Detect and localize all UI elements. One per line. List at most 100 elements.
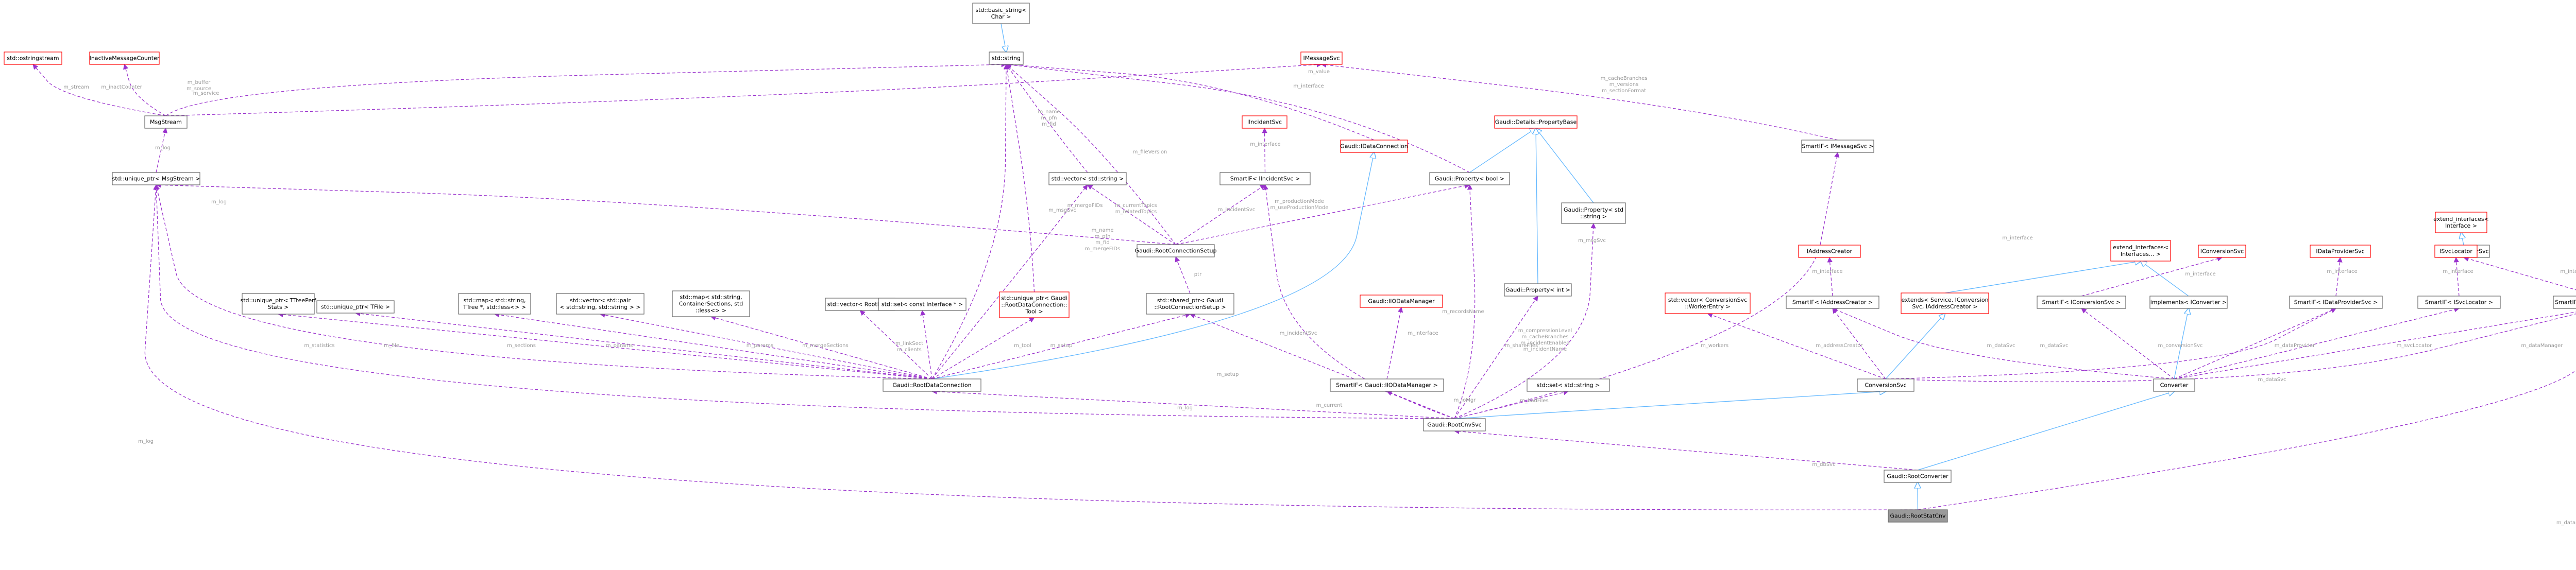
class-node-vector_convsvc[interactable]: std::vector< ConversionSvc::WorkerEntry … xyxy=(1665,292,1751,314)
class-node-uptr_tool[interactable]: std::unique_ptr< Gaudi::RootDataConnecti… xyxy=(999,291,1070,318)
class-node-label: std::ostringstream xyxy=(7,55,59,62)
class-node-map_container[interactable]: std::map< std::string,ContainerSections,… xyxy=(672,290,750,317)
edge-label-line: m_dbSvc xyxy=(1812,462,1835,468)
edge-label-line: m_pfn xyxy=(1041,115,1057,121)
class-node-converter[interactable]: Converter xyxy=(2153,378,2195,392)
class-node-set_string[interactable]: std::set< std::string > xyxy=(1527,378,1610,392)
edge-label-cv_dp: m_dataProvider xyxy=(2275,343,2315,349)
class-node-map_ttree[interactable]: std::map< std::string,TTree *, std::less… xyxy=(458,293,531,315)
class-node-uptr_msgstream[interactable]: std::unique_ptr< MsgStream > xyxy=(112,172,200,185)
class-node-propertybase[interactable]: Gaudi::Details::PropertyBase xyxy=(1494,115,1578,129)
usage-edge-vector_rootref-rootdataconnection xyxy=(859,310,933,379)
class-node-smartif_dataprov[interactable]: SmartIF< IDataProviderSvc > xyxy=(2289,296,2383,309)
edge-label-line: m_interface xyxy=(2560,269,2576,274)
edge-label-str_setup: m_fileVersion xyxy=(1133,149,1167,155)
edge-label-ttree_conn: m_sections xyxy=(507,343,536,349)
edge-label-line: m_msgSvc xyxy=(1048,208,1076,213)
class-node-smartif_addr[interactable]: SmartIF< IAddressCreator > xyxy=(1786,296,1879,309)
class-node-label: < std::string, std::string > > xyxy=(560,304,640,310)
class-node-property_bool[interactable]: Gaudi::Property< bool > xyxy=(1429,172,1510,185)
edge-label-msg_imsg: m_service xyxy=(193,91,219,96)
class-node-box xyxy=(1300,51,1343,65)
class-node-smartif_datamgr[interactable]: SmartIF< IDataManagerSvc > xyxy=(2553,296,2576,309)
class-node-implements_iconverter[interactable]: implements< IConverter > xyxy=(2149,296,2228,309)
class-node-smartif_incident[interactable]: SmartIF< IIncidentSvc > xyxy=(1219,172,1311,185)
class-node-label: SmartIF< IAddressCreator > xyxy=(1792,299,1873,306)
class-node-string[interactable]: std::string xyxy=(989,51,1024,65)
edge-label-stat_dm: m_dataMgr xyxy=(2556,520,2576,526)
class-node-label: Converter xyxy=(2160,382,2189,389)
class-node-rootstatcnv[interactable]: Gaudi::RootStatCnv xyxy=(1888,509,1948,523)
usage-edge-idatamanagersvc-smartif_datamgr xyxy=(2463,256,2576,290)
usage-edge-map_container-rootdataconnection xyxy=(710,315,933,379)
edge-label-line: m_versions xyxy=(1609,82,1639,88)
class-node-box xyxy=(999,291,1070,318)
class-node-box xyxy=(1137,244,1215,257)
class-node-rootconverter[interactable]: Gaudi::RootConverter xyxy=(1884,470,1952,483)
edge-label-line: m_current xyxy=(1316,403,1343,408)
class-node-rootdataconnection[interactable]: Gaudi::RootDataConnection xyxy=(883,378,981,392)
usage-edge-rootdataconnection-rootcnvsvc xyxy=(931,389,1455,419)
class-node-label: Gaudi::RootConverter xyxy=(1887,473,1948,480)
usage-edge-uptr_tperf-rootdataconnection xyxy=(277,312,933,379)
class-node-vector_pair[interactable]: std::vector< std::pair< std::string, std… xyxy=(556,293,645,315)
class-node-idataprovidersvc[interactable]: IDataProviderSvc xyxy=(2310,245,2371,258)
class-node-extends_service[interactable]: extends< Service, IConversionSvc, IAddre… xyxy=(1901,292,1989,314)
usage-edge-smartif_iiodm-rootcnvsvc xyxy=(1386,390,1455,419)
usage-edge-iconversionsvc-smartif_conv xyxy=(2081,256,2223,297)
class-node-label: SmartIF< IConversionSvc > xyxy=(2042,299,2121,306)
class-node-extend_interfaces_top[interactable]: extend_interfaces<Interface > xyxy=(2433,212,2489,233)
edge-label-line: m_dataSvc xyxy=(1987,343,2015,349)
class-node-iincidentsvc[interactable]: IIncidentSvc xyxy=(1242,115,1287,129)
class-node-label: IDataProviderSvc xyxy=(2316,248,2364,255)
class-node-uptr_tfile[interactable]: std::unique_ptr< TFile > xyxy=(316,300,395,314)
class-node-msgstream[interactable]: MsgStream xyxy=(144,115,188,129)
edge-label-line: m_service xyxy=(193,91,219,96)
edge-label-cs_dm: m_dataSvc xyxy=(2258,377,2286,383)
class-node-label: Gaudi::IDataConnection xyxy=(1340,143,1408,150)
inheritance-edge-propertybase-property_bool xyxy=(1469,128,1536,173)
usage-edge-string-rootconnectionsetup xyxy=(1006,64,1176,245)
class-node-conversionsvc[interactable]: ConversionSvc xyxy=(1857,378,1914,392)
class-node-rootconnectionsetup[interactable]: Gaudi::RootConnectionSetup xyxy=(1135,244,1217,257)
class-node-ostringstream[interactable]: std::ostringstream xyxy=(4,51,62,65)
edge-label-line: m_shareFiles xyxy=(1505,343,1538,349)
class-node-label: Gaudi::RootCnvSvc xyxy=(1427,422,1481,428)
class-node-iiodatamanager[interactable]: Gaudi::IIODataManager xyxy=(1360,295,1443,308)
class-node-smartif_iiodm[interactable]: SmartIF< Gaudi::IIODataManager > xyxy=(1330,378,1444,392)
class-node-smartif_imsg[interactable]: SmartIF< IMessageSvc > xyxy=(1801,140,1874,153)
usage-edge-vector_string-rootdataconnection xyxy=(931,184,1088,379)
class-node-extend_interfaces_mid[interactable]: extend_interfaces<Interfaces... > xyxy=(2110,240,2171,262)
class-node-isvclocator[interactable]: ISvcLocator xyxy=(2434,245,2478,258)
class-node-shared_ptr_setup[interactable]: std::shared_ptr< Gaudi::RootConnectionSe… xyxy=(1146,293,1234,315)
class-node-label: SmartIF< Gaudi::IIODataManager > xyxy=(1336,382,1438,389)
class-node-property_string[interactable]: Gaudi::Property< std::string > xyxy=(1561,202,1626,224)
class-node-iaddresscreator[interactable]: IAddressCreator xyxy=(1798,245,1861,258)
class-node-label: std::unique_ptr< MsgStream > xyxy=(112,176,200,182)
usage-edge-set_interface-rootdataconnection xyxy=(920,309,933,379)
class-node-inactive_counter[interactable]: InactiveMessageCounter xyxy=(89,51,160,65)
class-node-rootcnvsvc[interactable]: Gaudi::RootCnvSvc xyxy=(1423,418,1486,431)
edge-label-cont_conn: m_params xyxy=(747,343,773,349)
edge-label-line: m_buffer xyxy=(188,80,211,85)
class-node-iconversionsvc[interactable]: IConversionSvc xyxy=(2198,245,2246,258)
inheritance-edge-implements_iconverter-converter xyxy=(2174,308,2189,379)
class-node-label: std::vector< ConversionSvc xyxy=(1668,297,1747,303)
class-node-basic_string[interactable]: std::basic_string<Char > xyxy=(972,3,1030,24)
edge-label-vec_conn: m_mergeFIDs xyxy=(1067,203,1103,209)
edge-label-line: m_interface xyxy=(2327,269,2357,274)
class-node-vector_string[interactable]: std::vector< std::string > xyxy=(1048,172,1127,185)
usage-edge-uptr_msgstream-rootstatcnv xyxy=(144,184,1918,510)
edge-label-inc_sm: m_interface xyxy=(1250,142,1280,147)
class-node-label: Interface > xyxy=(2445,222,2477,229)
class-node-property_int[interactable]: Gaudi::Property< int > xyxy=(1504,283,1572,297)
class-node-smartif_conv[interactable]: SmartIF< IConversionSvc > xyxy=(2037,296,2126,309)
class-node-box xyxy=(1527,378,1610,392)
class-node-idataconnection[interactable]: Gaudi::IDataConnection xyxy=(1340,140,1408,153)
usage-edge-imessagesvc-msgstream xyxy=(165,62,1323,116)
class-node-smartif_svcloc[interactable]: SmartIF< ISvcLocator > xyxy=(2417,296,2501,309)
class-node-imessagesvc[interactable]: IMessageSvc xyxy=(1300,51,1343,65)
class-node-set_interface[interactable]: std::set< const Interface * > xyxy=(878,298,967,311)
